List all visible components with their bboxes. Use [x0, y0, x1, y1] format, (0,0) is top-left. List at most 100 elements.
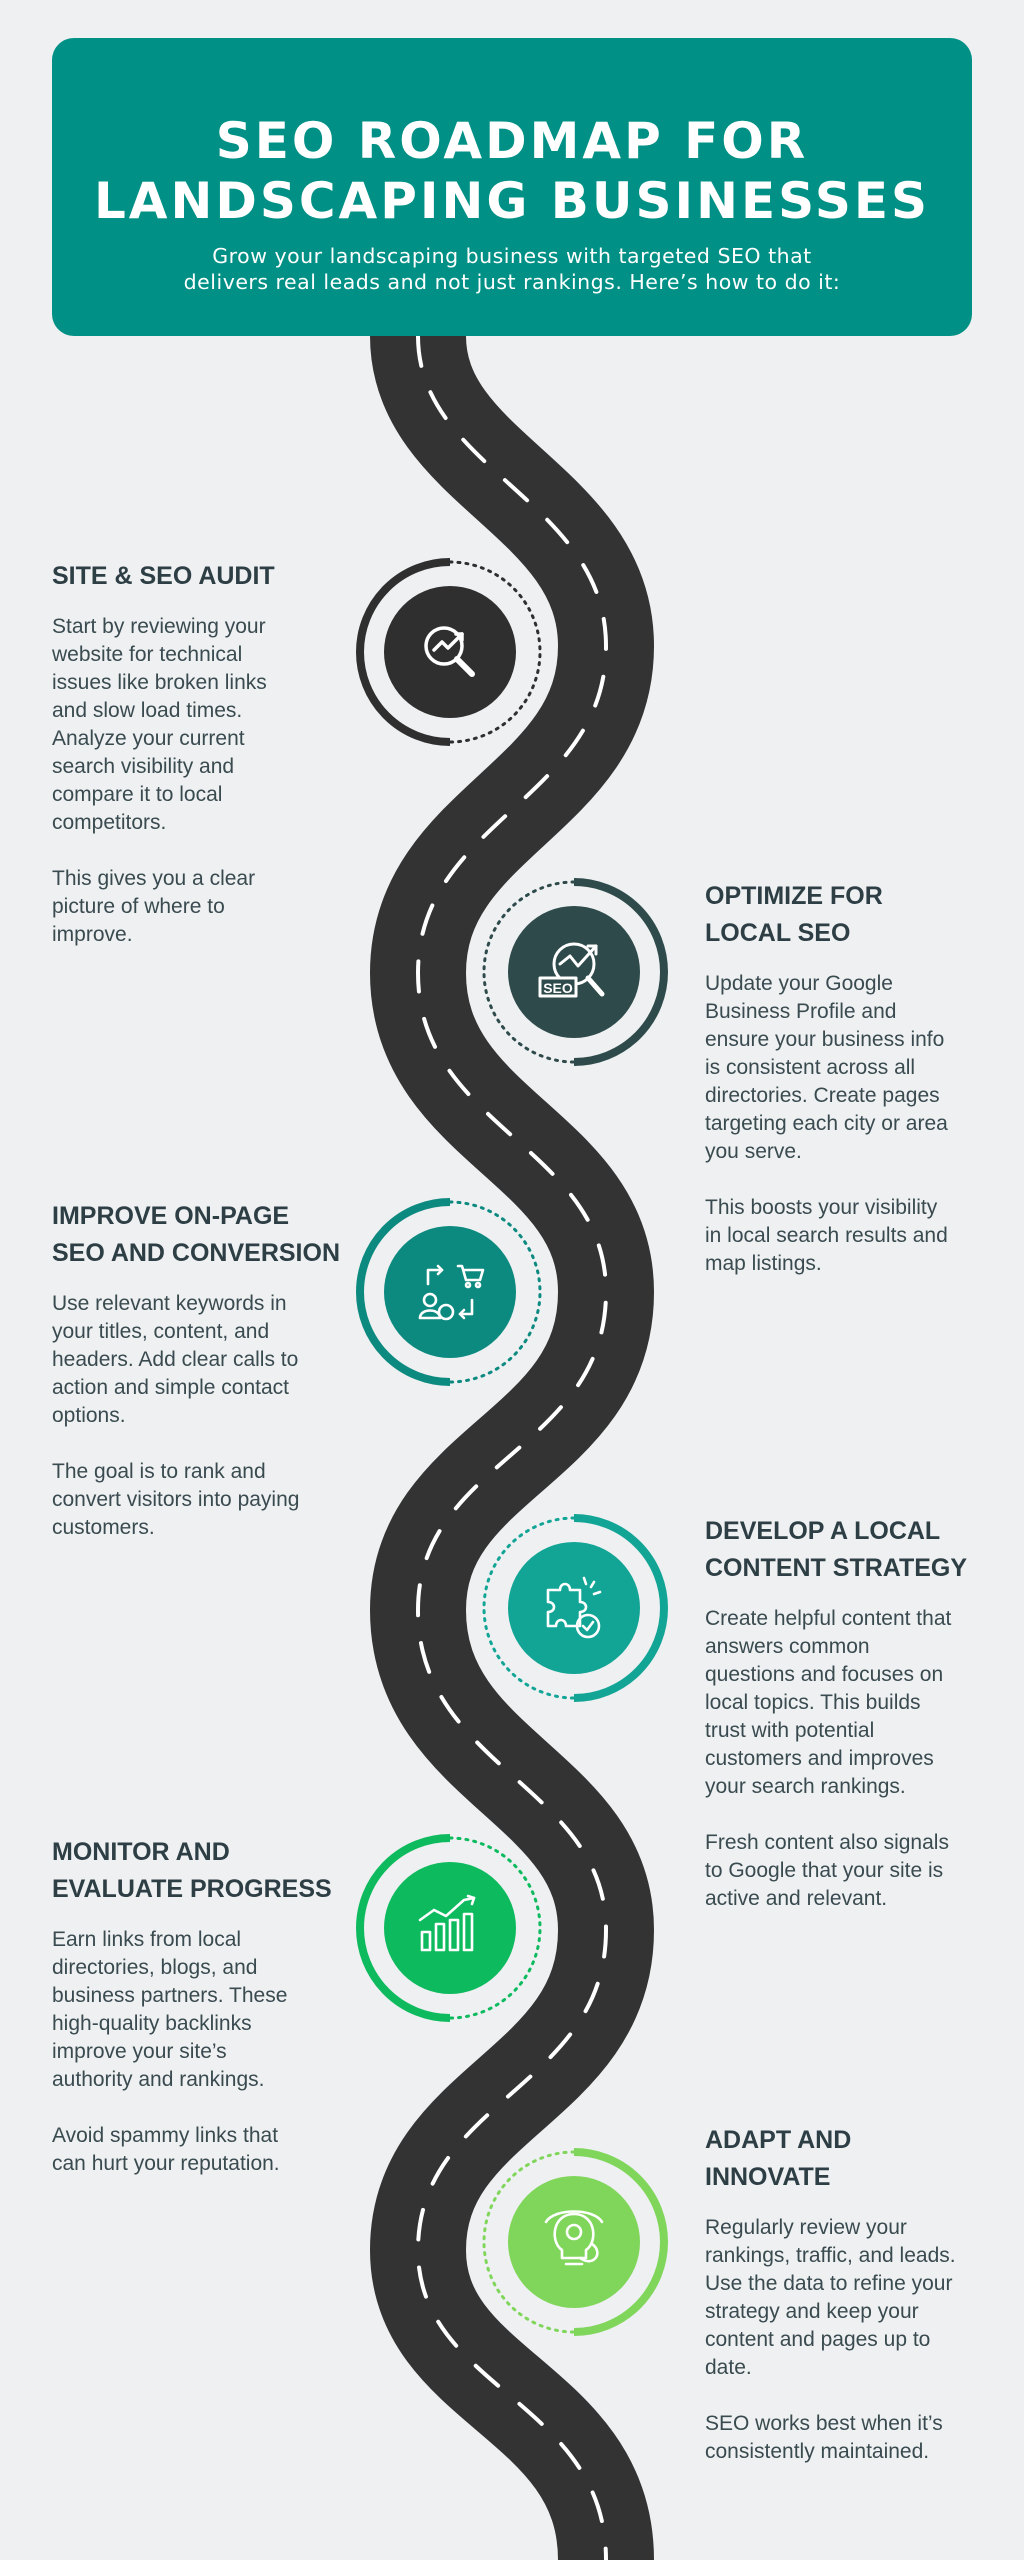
step-body: Create helpful content that answers comm… [705, 1605, 1005, 1801]
step-note-line: active and relevant. [705, 1887, 888, 1910]
step-body-line: directories. Create pages [705, 1084, 940, 1107]
puzzle-idea-icon [546, 1576, 602, 1639]
step-body-line: strategy and keep your [705, 2300, 919, 2323]
step-body-line: ensure your business info [705, 1028, 945, 1051]
innovation-bulb-icon [544, 2210, 604, 2266]
step-body-line: date. [705, 2356, 752, 2379]
step-note-line: Avoid spammy links that [52, 2124, 279, 2147]
step-title: DEVELOP A LOCAL CONTENT STRATEGY [705, 1513, 1005, 1587]
conversion-cycle-icon [418, 1264, 485, 1321]
step-body-line: Use relevant keywords in [52, 1292, 287, 1315]
step-body-line: your titles, content, and [52, 1320, 270, 1343]
step-body-line: Update your Google [705, 972, 893, 995]
step-body-line: headers. Add clear calls to [52, 1348, 299, 1371]
step-body: Update your Google Business Profile and … [705, 970, 1005, 1166]
step-title: MONITOR AND EVALUATE PROGRESS [52, 1834, 352, 1908]
step-note-line: map listings. [705, 1252, 822, 1275]
step-body-line: website for technical [52, 643, 243, 666]
step-note-line: This boosts your visibility [705, 1196, 938, 1219]
growth-chart-icon [418, 1894, 476, 1952]
step1-badge [354, 556, 546, 748]
step-note-line: picture of where to [52, 895, 225, 918]
step-title-line: IMPROVE ON-PAGE [52, 1202, 290, 1230]
step-body-line: improve your site’s [52, 2040, 227, 2063]
step-title-line: DEVELOP A LOCAL [705, 1517, 941, 1545]
seo-icon-label: SEO [543, 980, 573, 996]
step-body-line: rankings, traffic, and leads. [705, 2244, 956, 2267]
step-title-line: LOCAL SEO [705, 919, 851, 947]
step-title-line: SEO AND CONVERSION [52, 1239, 341, 1267]
step-body-line: Earn links from local [52, 1928, 242, 1951]
step-body-line: answers common [705, 1635, 870, 1658]
step-note-line: Fresh content also signals [705, 1831, 949, 1854]
step-note-line: SEO works best when it’s [705, 2412, 943, 2435]
step-note: SEO works best when it’s consistently ma… [705, 2410, 1005, 2466]
subtitle-line1: Grow your landscaping business with targ… [212, 244, 812, 268]
step-body-line: high-quality backlinks [52, 2012, 252, 2035]
step-body-line: is consistent across all [705, 1056, 916, 1079]
step-title-line: SITE & SEO AUDIT [52, 562, 275, 590]
step-note-line: This gives you a clear [52, 867, 256, 890]
step-body-line: business partners. These [52, 1984, 288, 2007]
step2-badge: SEO [478, 876, 670, 1068]
step-note-line: in local search results and [705, 1224, 948, 1247]
step-improve-on-page-seo: IMPROVE ON-PAGE SEO AND CONVERSION Use r… [52, 1198, 352, 1542]
page-subtitle: Grow your landscaping business with targ… [52, 243, 972, 295]
step-body-line: competitors. [52, 811, 167, 834]
step-body: Earn links from local directories, blogs… [52, 1926, 352, 2094]
step-adapt-innovate: ADAPT AND INNOVATE Regularly review your… [705, 2122, 1005, 2466]
step3-badge [354, 1196, 546, 1388]
step-note: Avoid spammy links that can hurt your re… [52, 2122, 352, 2178]
step-body-line: Create helpful content that [705, 1607, 952, 1630]
step-title: ADAPT AND INNOVATE [705, 2122, 1005, 2196]
step-title-line: EVALUATE PROGRESS [52, 1875, 332, 1903]
step-note: This boosts your visibility in local sea… [705, 1194, 1005, 1278]
step-body-line: your search rankings. [705, 1775, 906, 1798]
search-analytics-icon [424, 626, 475, 677]
step-body-line: questions and focuses on [705, 1663, 944, 1686]
step6-badge [478, 2146, 670, 2338]
step-note: Fresh content also signals to Google tha… [705, 1829, 1005, 1913]
seo-magnifier-icon [538, 942, 605, 998]
step-body-line: search visibility and [52, 755, 235, 778]
step-note-line: to Google that your site is [705, 1859, 944, 1882]
step-body-line: options. [52, 1404, 126, 1427]
step-note-line: convert visitors into paying [52, 1488, 300, 1511]
step-title: OPTIMIZE FOR LOCAL SEO [705, 878, 1005, 952]
step-note-line: The goal is to rank and [52, 1460, 266, 1483]
step-optimize-local-seo: OPTIMIZE FOR LOCAL SEO Update your Googl… [705, 878, 1005, 1278]
step-body-line: Analyze your current [52, 727, 245, 750]
step-body-line: Start by reviewing your [52, 615, 266, 638]
step5-badge [354, 1832, 546, 2024]
step-note-line: customers. [52, 1516, 155, 1539]
road-center-dashes [415, 334, 609, 2560]
step4-badge [478, 1512, 670, 1704]
step-body-line: you serve. [705, 1140, 802, 1163]
step-body: Use relevant keywords in your titles, co… [52, 1290, 352, 1430]
step-title: IMPROVE ON-PAGE SEO AND CONVERSION [52, 1198, 352, 1272]
step-body-line: targeting each city or area [705, 1112, 948, 1135]
step-body: Start by reviewing your website for tech… [52, 613, 352, 837]
step-body-line: directories, blogs, and [52, 1956, 258, 1979]
page-title-line1: SEO ROADMAP FOR [215, 112, 809, 170]
step-body-line: and slow load times. [52, 699, 243, 722]
header-banner: SEO ROADMAP FOR LANDSCAPING BUSINESSES G… [52, 38, 972, 336]
step-body: Regularly review your rankings, traffic,… [705, 2214, 1005, 2382]
step-note-line: consistently maintained. [705, 2440, 930, 2463]
subtitle-line2: delivers real leads and not just ranking… [183, 270, 841, 294]
step-body-line: local topics. This builds [705, 1691, 921, 1714]
step-note: This gives you a clear picture of where … [52, 865, 352, 949]
step-body-line: issues like broken links [52, 671, 267, 694]
step-body-line: content and pages up to [705, 2328, 931, 2351]
step-title: SITE & SEO AUDIT [52, 558, 352, 595]
step-title-line: INNOVATE [705, 2163, 831, 2191]
step-body-line: action and simple contact [52, 1376, 289, 1399]
step-monitor-evaluate: MONITOR AND EVALUATE PROGRESS Earn links… [52, 1834, 352, 2178]
step-note: The goal is to rank and convert visitors… [52, 1458, 352, 1542]
page-title-line2: LANDSCAPING BUSINESSES [93, 172, 931, 230]
step-title-line: ADAPT AND [705, 2126, 852, 2154]
step-body-line: compare it to local [52, 783, 223, 806]
step-site-seo-audit: SITE & SEO AUDIT Start by reviewing your… [52, 558, 352, 949]
step-note-line: improve. [52, 923, 133, 946]
